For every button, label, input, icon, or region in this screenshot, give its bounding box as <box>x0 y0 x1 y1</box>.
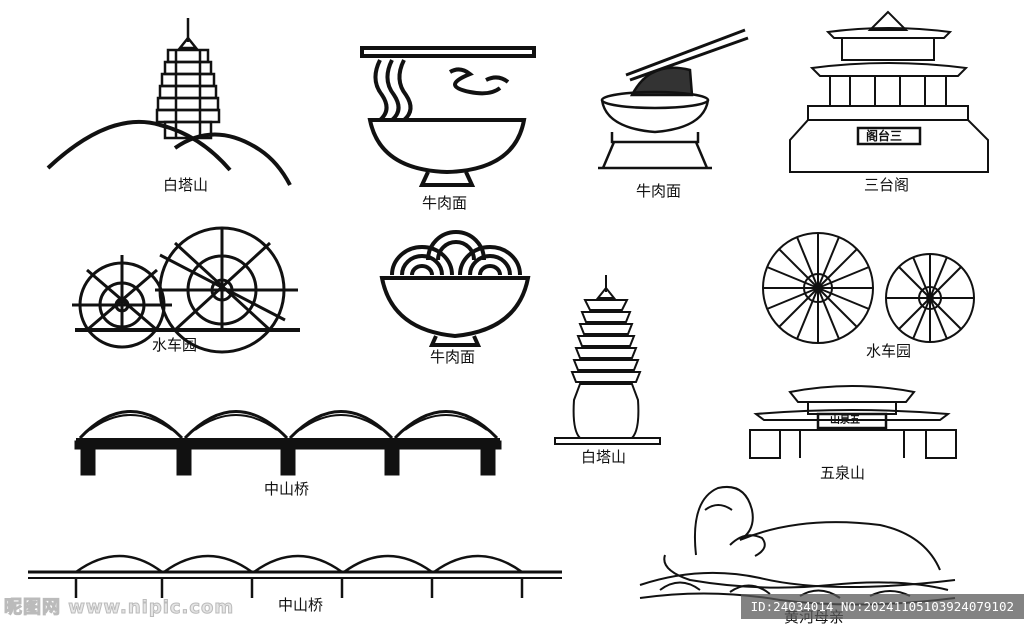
label-beef-noodle-2: 牛肉面 <box>636 182 682 200</box>
label-santaige: 三台阁 <box>864 176 910 194</box>
baita-pagoda-hills-1 <box>46 18 292 186</box>
label-waterwheel-2: 水车园 <box>866 342 912 360</box>
label-beef-noodle-1: 牛肉面 <box>422 194 468 212</box>
label-baita-1: 白塔山 <box>163 176 209 194</box>
wuquan-gate <box>749 385 957 459</box>
image-id-watermark: ID:24034014 NO:20241105103924079102 <box>740 594 1024 619</box>
label-waterwheel-1: 水车园 <box>152 336 198 354</box>
zhongshan-bridge-2 <box>28 554 562 598</box>
label-beef-noodle-3: 牛肉面 <box>430 348 476 366</box>
waterwheel-pair-2 <box>762 232 975 344</box>
beef-noodle-bowl-1 <box>360 46 536 187</box>
label-zhongshan-bridge-1: 中山桥 <box>264 480 310 498</box>
santaige-plaque-text: 阁台三 <box>866 129 903 143</box>
wuquan-plaque-text: 山泉五 <box>830 415 860 426</box>
mother-river-sculpture <box>639 486 956 606</box>
waterwheel-pair-1 <box>72 226 300 354</box>
santaige-pavilion <box>789 10 989 173</box>
label-baita-2: 白塔山 <box>581 448 627 466</box>
label-wuquan-shan: 五泉山 <box>820 464 866 482</box>
site-watermark: 昵图网 www.nipic.com <box>3 597 235 619</box>
beef-noodle-bowl-3 <box>379 230 531 347</box>
beef-noodle-pot-2 <box>598 28 749 170</box>
zhongshan-bridge-1 <box>74 410 502 476</box>
label-zhongshan-bridge-2: 中山桥 <box>278 596 324 614</box>
baita-pagoda-2 <box>554 275 661 445</box>
